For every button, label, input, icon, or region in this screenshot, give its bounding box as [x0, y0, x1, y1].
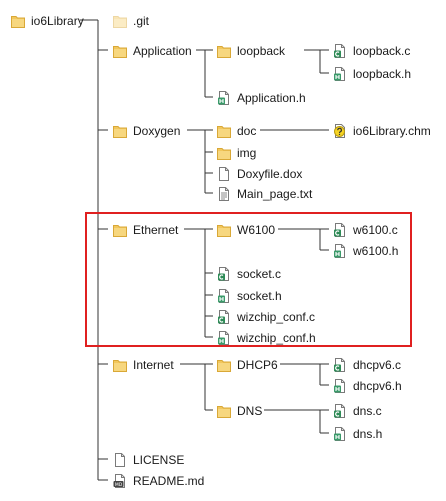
- tree-node-label: dhcpv6.c: [353, 358, 402, 372]
- c-header-file-icon: [218, 289, 229, 303]
- tree-node-wizchip-conf-c: wizchip_conf.c: [216, 308, 315, 326]
- tree-node-doxygen: Doxygen: [112, 122, 180, 140]
- tree-node-dhcpv6-c: dhcpv6.c: [332, 356, 401, 374]
- tree-node-internet: Internet: [112, 356, 174, 374]
- tree-node-w6100-c: w6100.c: [332, 221, 398, 239]
- tree-node-io6library: io6Library: [10, 12, 84, 30]
- c-header-file-icon: [334, 244, 345, 258]
- tree-node-application-h: Application.h: [216, 89, 306, 107]
- c-source-file-icon: [218, 310, 229, 324]
- tree-node-dns-h: dns.h: [332, 425, 382, 443]
- tree-node-label: Doxygen: [133, 124, 181, 138]
- ethernet-highlight-box: [85, 212, 412, 347]
- folder-icon: [113, 360, 127, 372]
- tree-node-label: W6100: [237, 223, 276, 237]
- c-header-file-icon: [218, 91, 229, 105]
- tree-node-label: Doxyfile.dox: [237, 167, 303, 181]
- tree-node-label: w6100.c: [353, 223, 398, 237]
- tree-node-label: socket.h: [237, 289, 282, 303]
- help-file-icon: [334, 124, 345, 138]
- tree-node-img: img: [216, 144, 256, 162]
- tree-node-label: .git: [133, 14, 150, 28]
- tree-node-w6100: W6100: [216, 221, 275, 239]
- tree-node-label: wizchip_conf.c: [237, 310, 316, 324]
- tree-node-socket-h: socket.h: [216, 287, 282, 305]
- tree-node-doxyfile: Doxyfile.dox: [216, 165, 302, 183]
- folder-icon: [217, 225, 231, 237]
- c-source-file-icon: [334, 358, 345, 372]
- tree-node-label: Main_page.txt: [237, 187, 313, 201]
- tree-node-label: dns.c: [353, 404, 382, 418]
- tree-node-label: doc: [237, 124, 257, 138]
- tree-node-loopback: loopback: [216, 42, 285, 60]
- folder-icon: [217, 148, 231, 160]
- tree-node-label: loopback.h: [353, 67, 412, 81]
- tree-node-ethernet: Ethernet: [112, 221, 178, 239]
- tree-node-dns: DNS: [216, 402, 262, 420]
- folder-icon: [217, 126, 231, 138]
- tree-node-label: dhcpv6.h: [353, 379, 402, 393]
- tree-node-wizchip-conf-h: wizchip_conf.h: [216, 329, 316, 347]
- tree-node-dhcp6: DHCP6: [216, 356, 278, 374]
- folder-faded-icon: [113, 16, 127, 28]
- tree-node-application: Application: [112, 42, 192, 60]
- tree-node-doc: doc: [216, 122, 256, 140]
- c-source-file-icon: [334, 44, 345, 58]
- blank-file-icon: [115, 453, 125, 467]
- tree-node-label: loopback: [237, 44, 286, 58]
- c-source-file-icon: [334, 404, 345, 418]
- folder-icon: [113, 225, 127, 237]
- tree-node-io6library-chm: io6Library.chm: [332, 122, 431, 140]
- tree-node-label: dns.h: [353, 427, 383, 441]
- tree-node-label: DHCP6: [237, 358, 278, 372]
- c-source-file-icon: [218, 267, 229, 281]
- c-source-file-icon: [334, 223, 345, 237]
- tree-node-loopback-h: loopback.h: [332, 65, 411, 83]
- tree-node-label: DNS: [237, 404, 263, 418]
- markdown-file-icon: MD: [113, 474, 125, 488]
- tree-node-socket-c: socket.c: [216, 265, 281, 283]
- tree-node-label: socket.c: [237, 267, 282, 281]
- tree-node-label: io6Library.chm: [353, 124, 431, 138]
- tree-node-label: io6Library: [31, 14, 84, 28]
- tree-node-label: README.md: [133, 474, 205, 488]
- c-header-file-icon: [334, 427, 345, 441]
- tree-node-dns-c: dns.c: [332, 402, 382, 420]
- text-file-icon: [219, 187, 229, 201]
- tree-node-label: LICENSE: [133, 453, 185, 467]
- tree-node-label: img: [237, 146, 257, 160]
- tree-node-label: loopback.c: [353, 44, 411, 58]
- tree-node-dhcpv6-h: dhcpv6.h: [332, 377, 402, 395]
- folder-icon: [217, 46, 231, 58]
- blank-file-icon: [219, 167, 229, 181]
- tree-node-readme: MD README.md: [112, 472, 204, 490]
- tree-node-label: Application: [133, 44, 192, 58]
- tree-node-w6100-h: w6100.h: [332, 242, 398, 260]
- tree-node-git: .git: [112, 12, 149, 30]
- folder-icon: [113, 46, 127, 58]
- c-header-file-icon: [218, 331, 229, 345]
- tree-node-label: Ethernet: [133, 223, 179, 237]
- folder-icon: [217, 360, 231, 372]
- folder-icon: [11, 16, 25, 28]
- tree-node-license: LICENSE: [112, 451, 184, 469]
- tree-node-main-page: Main_page.txt: [216, 185, 312, 203]
- folder-icon: [113, 126, 127, 138]
- svg-text:MD: MD: [115, 482, 123, 488]
- tree-node-label: Internet: [133, 358, 174, 372]
- folder-icon: [217, 406, 231, 418]
- c-header-file-icon: [334, 67, 345, 81]
- tree-node-loopback-c: loopback.c: [332, 42, 410, 60]
- tree-node-label: Application.h: [237, 91, 306, 105]
- tree-node-label: w6100.h: [353, 244, 399, 258]
- c-header-file-icon: [334, 379, 345, 393]
- tree-node-label: wizchip_conf.h: [237, 331, 316, 345]
